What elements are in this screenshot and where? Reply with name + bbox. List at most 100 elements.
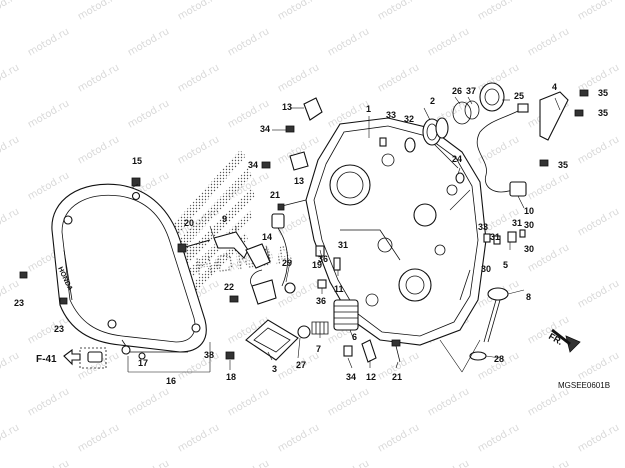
part-number-label: 35 xyxy=(598,108,608,118)
right-crankcase-cover xyxy=(305,117,487,346)
watermark-text: motod.ru xyxy=(376,0,421,23)
part-number-label: 20 xyxy=(184,218,194,228)
part-number-label: 31 xyxy=(490,232,500,242)
part-number-label: 34 xyxy=(260,124,270,134)
part-number-label: 27 xyxy=(296,360,306,370)
part-number-label: 14 xyxy=(262,232,272,242)
part-number-label: 15 xyxy=(132,156,142,166)
part-number-label: 4 xyxy=(552,82,557,92)
watermark-text: motod.ru xyxy=(0,62,21,94)
part-number-label: 26 xyxy=(452,86,462,96)
watermark-text: motod.ru xyxy=(76,0,121,23)
watermark-text: motod.ru xyxy=(376,62,421,94)
watermark-text: motod.ru xyxy=(576,0,621,23)
part-number-label: 13 xyxy=(294,176,304,186)
part-number-label: 24 xyxy=(452,154,462,164)
watermark-text: motod.ru xyxy=(126,386,171,418)
part-number-label: 6 xyxy=(352,332,357,342)
part-number-label: 19 xyxy=(312,260,322,270)
part-number-label: 30 xyxy=(524,220,534,230)
watermark-text: motod.ru xyxy=(576,350,621,382)
watermark-text: motod.ru xyxy=(176,62,221,94)
part-number-label: 13 xyxy=(282,102,292,112)
part-number-label: 21 xyxy=(392,372,402,382)
watermark-text: motod.ru xyxy=(526,458,571,468)
watermark-text: motod.ru xyxy=(476,0,521,23)
watermark-text: motod.ru xyxy=(226,26,271,58)
part-number-label: 22 xyxy=(224,282,234,292)
part-number-label: 2 xyxy=(430,96,435,106)
bolts-right xyxy=(483,89,589,245)
watermark-text: motod.ru xyxy=(426,386,471,418)
watermark-text: motod.ru xyxy=(26,98,71,130)
part-number-label: 8 xyxy=(526,292,531,302)
watermark-text: motod.ru xyxy=(176,134,221,166)
watermark-text: motod.ru xyxy=(576,134,621,166)
part-number-label: 31 xyxy=(338,240,348,250)
watermark-text: motod.ru xyxy=(0,350,21,382)
watermark-text: motod.ru xyxy=(26,314,71,346)
misc-fasteners xyxy=(19,97,401,363)
watermark-text: motod.ru xyxy=(0,134,21,166)
part-number-label: 5 xyxy=(503,260,508,270)
direction-label: FR. xyxy=(547,331,565,347)
part-number-label: 11 xyxy=(334,284,344,294)
watermark-text: motod.ru xyxy=(526,170,571,202)
part-number-label: 36 xyxy=(316,296,326,306)
part-number-label: 33 xyxy=(478,222,488,232)
watermark-text: motod.ru xyxy=(526,314,571,346)
watermark-text: motod.ru xyxy=(326,386,371,418)
watermark-text: motod.ru xyxy=(176,0,221,23)
part-number-label: 25 xyxy=(514,91,524,101)
watermark-text: motod.ru xyxy=(476,134,521,166)
part-number-label: 17 xyxy=(138,358,148,368)
left-crankcase-cover: HONDA xyxy=(51,183,207,353)
part-number-label: 9 xyxy=(222,214,227,224)
part-number-label: 35 xyxy=(558,160,568,170)
part-number-label: 32 xyxy=(404,114,414,124)
watermark-text: motod.ru xyxy=(26,386,71,418)
part-number-label: 10 xyxy=(524,206,534,216)
watermark-text: motod.ru xyxy=(276,0,321,23)
watermark-text: motod.ru xyxy=(0,0,21,23)
watermark-text: motod.ru xyxy=(26,170,71,202)
part-number-label: 38 xyxy=(204,350,214,360)
part-number-label: 30 xyxy=(524,244,534,254)
part-number-label: 34 xyxy=(346,372,356,382)
front-direction-arrow xyxy=(551,328,581,353)
watermark-text: motod.ru xyxy=(576,278,621,310)
part-number-label: 23 xyxy=(54,324,64,334)
part-number-label: 16 xyxy=(166,376,176,386)
watermark-text: motod.ru xyxy=(276,422,321,454)
watermark-text: motod.ru xyxy=(576,206,621,238)
bracket-assembly xyxy=(177,213,296,305)
part-number-label: 34 xyxy=(248,160,258,170)
watermark-text: motod.ru xyxy=(426,26,471,58)
watermark-text: motod.ru xyxy=(576,422,621,454)
watermark-text: motod.ru xyxy=(26,26,71,58)
watermark-text: motod.ru xyxy=(426,458,471,468)
watermark-text: motod.ru xyxy=(326,458,371,468)
watermark-text: motod.ru xyxy=(76,422,121,454)
watermark-text: motod.ru xyxy=(276,278,321,310)
part-number-label: 18 xyxy=(226,372,236,382)
watermark-text: motod.ru xyxy=(76,134,121,166)
part-number-label: 31 xyxy=(512,218,522,228)
watermark-text: motod.ru xyxy=(326,26,371,58)
part-number-label: 1 xyxy=(366,104,371,114)
part-number-label: 28 xyxy=(494,354,504,364)
oil-dipstick xyxy=(469,287,509,361)
reference-label: F-41 xyxy=(36,354,57,365)
watermark-text: motod.ru xyxy=(176,422,221,454)
cover-plate xyxy=(225,319,311,361)
watermark-text: motod.ru xyxy=(126,458,171,468)
reference-f41 xyxy=(63,347,107,369)
leader-lines xyxy=(127,96,561,373)
diagram-code: MGSEE0601B xyxy=(558,381,610,390)
sensor-harness xyxy=(476,91,569,197)
part-number-label: 21 xyxy=(270,190,280,200)
part-number-label: 3 xyxy=(272,364,277,374)
part-number-label: 33 xyxy=(386,110,396,120)
